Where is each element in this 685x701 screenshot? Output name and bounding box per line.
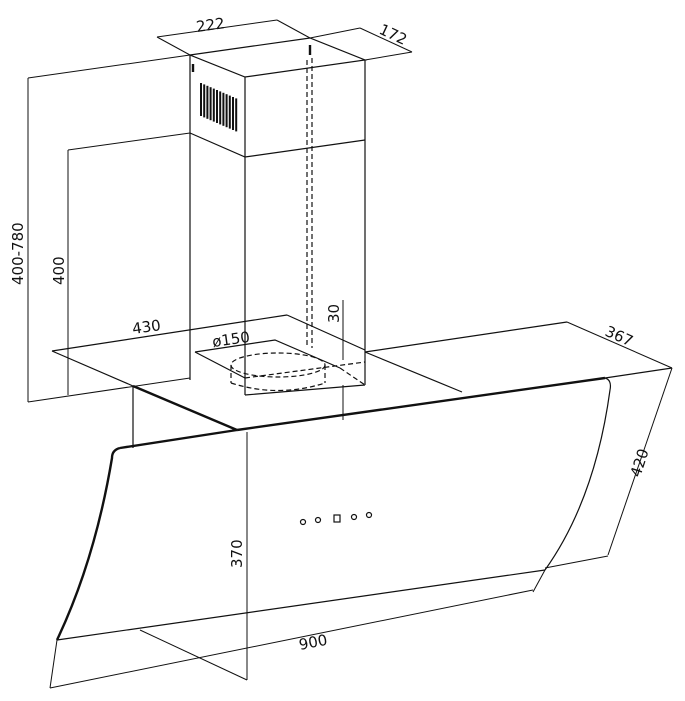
- label-duct-offset: 30: [325, 304, 343, 323]
- label-hood-depth: 367: [602, 322, 635, 350]
- label-glass-height: 420: [627, 446, 653, 479]
- label-plate-width: 430: [131, 316, 162, 338]
- label-duct-diameter: ø150: [211, 328, 251, 351]
- label-hood-height: 370: [228, 539, 246, 568]
- chimney: [187, 37, 368, 395]
- control-button[interactable]: [365, 511, 373, 519]
- dimension-lines: [27, 19, 673, 689]
- label-chimney-width: 222: [195, 14, 226, 36]
- control-button[interactable]: [314, 516, 322, 524]
- label-chimney-height-range: 400-780: [9, 222, 27, 285]
- hood-body: [55, 367, 673, 641]
- control-display: [333, 514, 341, 523]
- control-button[interactable]: [299, 518, 307, 526]
- label-chimney-lower-height: 400: [50, 256, 68, 285]
- vent-grille-icon: [200, 83, 238, 132]
- label-hood-width: 900: [297, 631, 329, 654]
- mounting-plate: [51, 314, 568, 396]
- label-chimney-depth: 172: [376, 20, 410, 48]
- control-panel: [299, 511, 373, 526]
- control-button[interactable]: [350, 513, 358, 521]
